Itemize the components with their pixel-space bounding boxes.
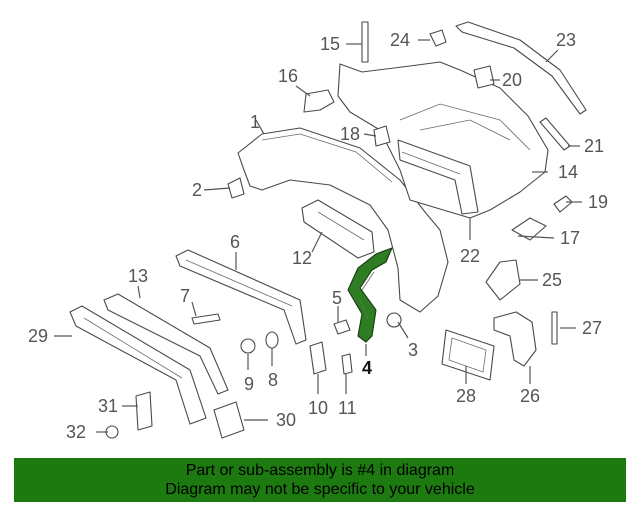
banner-line-disclaimer: Diagram may not be specific to your vehi… [165,481,475,498]
callout-29[interactable]: 29 [28,326,48,346]
part-10-bracket[interactable] [309,341,327,375]
callout-15[interactable]: 15 [320,34,340,54]
leader-lines [54,39,582,433]
callout-31[interactable]: 31 [98,396,118,416]
callout-18[interactable]: 18 [340,124,360,144]
part-28-plate-bracket[interactable] [441,329,495,381]
callout-21[interactable]: 21 [584,136,604,156]
part-16-bracket[interactable] [303,89,335,113]
callout-1[interactable]: 1 [250,112,260,132]
part-22-bracket[interactable] [397,139,479,215]
callout-26[interactable]: 26 [520,386,540,406]
part-9-washer[interactable] [240,338,256,354]
part-info-banner: Part or sub-assembly is #4 in diagram Di… [14,458,626,502]
callout-11[interactable]: 11 [338,398,357,418]
part-29-absorber[interactable] [69,305,207,425]
callout-2[interactable]: 2 [192,180,202,200]
callout-5[interactable]: 5 [332,288,342,308]
callout-24[interactable]: 24 [390,30,410,50]
callout-16[interactable]: 16 [278,66,298,86]
callout-13[interactable]: 13 [128,266,148,286]
part-27-pin[interactable] [551,311,558,345]
exploded-parts-diagram: 1 2 3 4 5 6 7 8 9 10 11 12 13 14 15 16 1… [28,21,608,442]
callout-14[interactable]: 14 [558,162,578,182]
part-5-pad[interactable] [333,319,351,335]
part-3-nut[interactable] [386,312,402,328]
part-19-clip[interactable] [553,195,573,213]
callout-12[interactable]: 12 [292,248,312,268]
callout-25[interactable]: 25 [542,270,562,290]
part-13-reinforcement[interactable] [103,293,229,395]
banner-line-part-number: Part or sub-assembly is #4 in diagram [185,462,455,479]
callout-19[interactable]: 19 [588,192,608,212]
callout-28[interactable]: 28 [456,386,476,406]
callout-23[interactable]: 23 [556,30,576,50]
part-20-bracket[interactable] [473,65,495,89]
callout-9[interactable]: 9 [244,374,254,394]
part-14-upper-absorber[interactable] [337,61,549,219]
part-18-bracket[interactable] [373,125,391,147]
part-23-trim-strip[interactable] [455,21,587,115]
part-2-bolt[interactable] [227,177,245,199]
callout-30[interactable]: 30 [276,410,296,430]
callout-32[interactable]: 32 [66,422,86,442]
part-26-bracket[interactable] [493,311,537,367]
callout-3[interactable]: 3 [408,340,418,360]
callout-22[interactable]: 22 [460,246,480,266]
callout-20[interactable]: 20 [502,70,522,90]
callout-7[interactable]: 7 [180,286,190,306]
callout-6[interactable]: 6 [230,232,240,252]
part-15-bolt[interactable] [361,21,369,63]
part-24-clip[interactable] [429,29,447,47]
part-30-hook[interactable] [213,401,245,439]
callout-4-highlighted[interactable]: 4 [362,358,372,378]
callout-17[interactable]: 17 [560,228,580,248]
part-6-impact-bar[interactable] [175,249,307,345]
callout-27[interactable]: 27 [582,318,602,338]
part-11-clip[interactable] [341,353,353,375]
callout-labels: 1 2 3 4 5 6 7 8 9 10 11 12 13 14 15 16 1… [28,30,608,442]
part-4-bracket-highlighted[interactable] [347,247,393,343]
part-8-grommet[interactable] [265,331,279,349]
part-12-mount[interactable] [301,199,375,259]
part-31-plate[interactable] [135,391,153,431]
callout-10[interactable]: 10 [308,398,328,418]
part-25-cover[interactable] [485,259,521,301]
part-7-clip[interactable] [191,313,221,325]
part-1-bumper-cover[interactable] [237,127,449,313]
callout-8[interactable]: 8 [268,370,278,390]
